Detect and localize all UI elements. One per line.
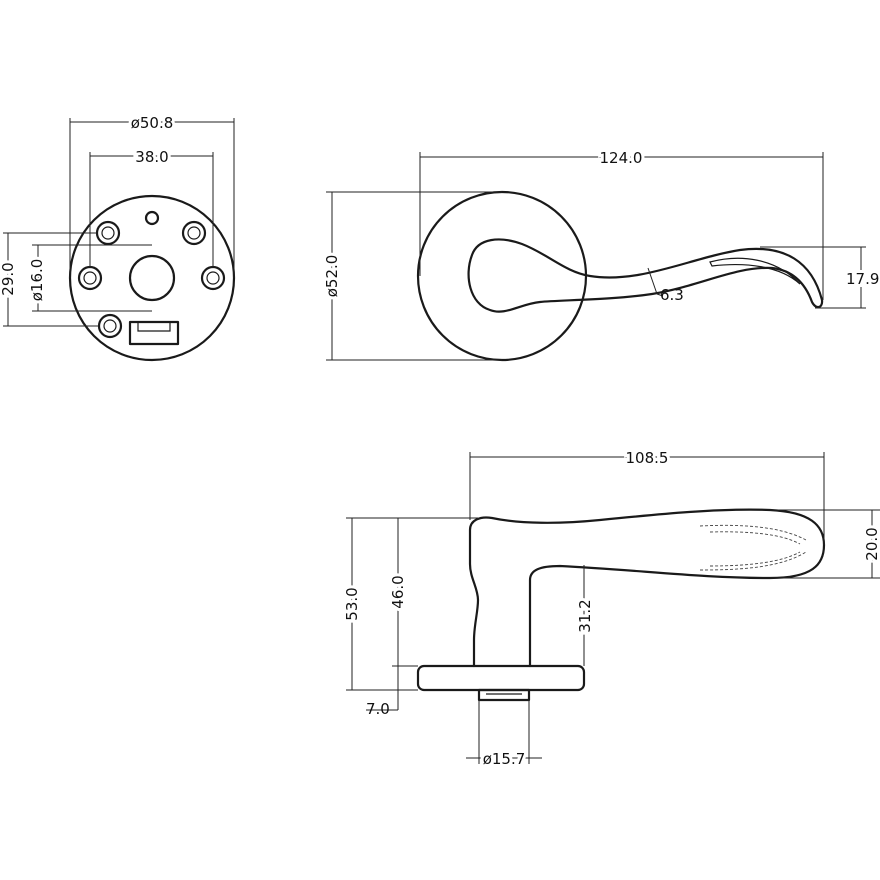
overall-height-label: 53.0 <box>343 587 361 620</box>
overall-length-label: 124.0 <box>600 149 643 167</box>
lever-length-label: 108.5 <box>626 449 669 467</box>
spindle-stub <box>477 688 531 702</box>
spindle-hole-label: ø16.0 <box>28 259 46 302</box>
hole-spacing-label: 38.0 <box>135 148 168 166</box>
rose-front-view: ø50.8 38.0 29.0 ø16.0 <box>0 111 236 362</box>
rose-disc <box>416 190 588 362</box>
latch-slot <box>128 320 180 346</box>
grip-groove <box>709 257 801 285</box>
grip-inset-lower <box>699 551 807 571</box>
dimension-overall-length: 124.0 <box>419 146 824 300</box>
dimension-rose-diameter: ø52.0 <box>320 191 502 361</box>
dimension-neck-height: 31.2 <box>573 565 597 666</box>
dimension-overall-height: 53.0 <box>340 517 478 691</box>
dimension-rose-thickness: 7.0 <box>366 666 399 718</box>
dimension-lever-length: 108.5 <box>469 446 825 545</box>
screw-hole <box>97 313 123 339</box>
pin-hole <box>144 210 160 226</box>
neck-height-label: 31.2 <box>576 599 594 632</box>
screw-hole <box>200 265 226 291</box>
rose-base <box>416 664 586 692</box>
dimension-spindle-hole: ø16.0 <box>25 244 152 312</box>
rose-diameter-label: ø52.0 <box>323 255 341 298</box>
screw-hole <box>77 265 103 291</box>
grip-thickness-label: 20.0 <box>863 527 880 560</box>
lever-height-label: 46.0 <box>389 575 407 608</box>
outer-diameter-label: ø50.8 <box>131 114 174 132</box>
handle-side-view: 108.5 53.0 46.0 7.0 31.2 <box>340 446 880 771</box>
handle-top-view: 124.0 ø52.0 17.9 6.3 <box>320 146 880 362</box>
rose-thickness-label: 7.0 <box>366 700 390 718</box>
grip-inset-upper <box>699 524 807 541</box>
dimension-neck-thickness: 6.3 <box>647 267 684 304</box>
screw-hole <box>95 220 121 246</box>
lever-side-outline <box>468 508 826 668</box>
dimension-grip-thickness: 20.0 <box>770 509 880 579</box>
dimension-spindle-diameter: ø15.7 <box>466 700 542 771</box>
dimension-lever-height: 46.0 <box>386 518 418 667</box>
dimension-vertical-spacing: 29.0 <box>0 232 99 327</box>
screw-hole <box>181 220 207 246</box>
spindle-diameter-label: ø15.7 <box>483 750 526 768</box>
lever-outline <box>467 238 824 313</box>
dimension-hole-spacing: 38.0 <box>89 145 214 267</box>
vertical-spacing-label: 29.0 <box>0 262 17 295</box>
neck-thickness-label: 6.3 <box>660 286 684 304</box>
dimension-outer-diameter: ø50.8 <box>69 111 235 278</box>
dimension-grip-height: 17.9 <box>760 246 880 309</box>
grip-height-label: 17.9 <box>846 270 879 288</box>
rose-outline <box>68 194 236 362</box>
spindle-hole <box>128 254 176 302</box>
